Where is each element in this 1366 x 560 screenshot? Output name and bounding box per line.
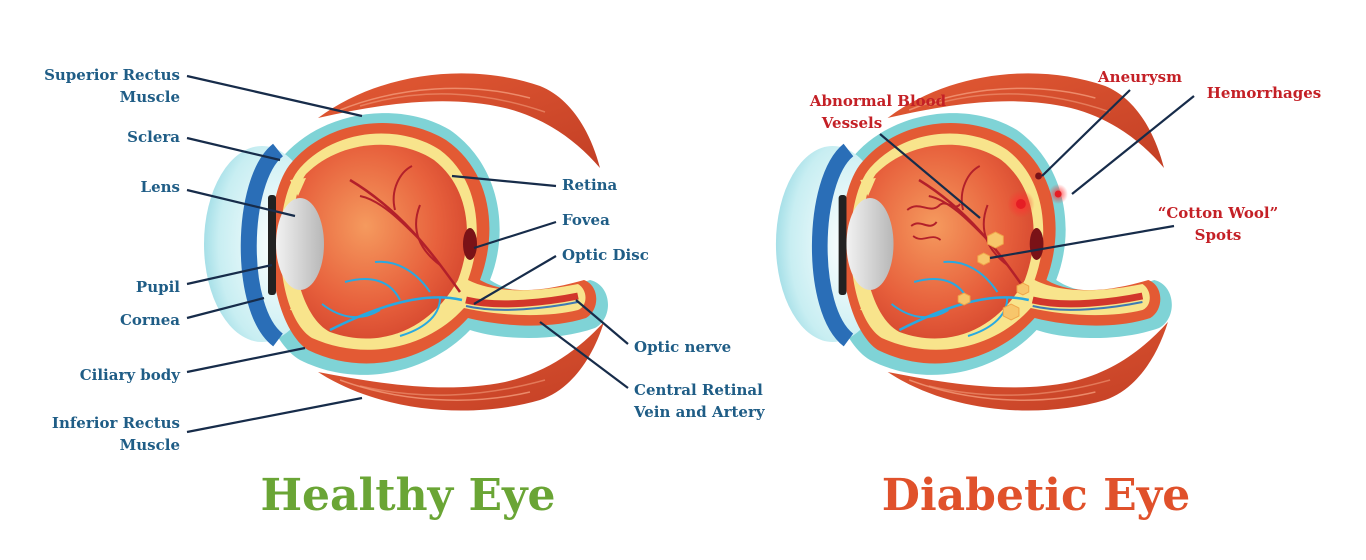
label-cotton-wool-line1: “Cotton Wool”: [1158, 204, 1279, 222]
label-cornea: Cornea: [120, 311, 180, 329]
leader-sclera: [186, 136, 281, 162]
diabetic-eye-illustration: [776, 73, 1172, 410]
label-aneurysm: Aneurysm: [1097, 68, 1182, 86]
label-sclera: Sclera: [127, 128, 180, 146]
leader-aneurysm: [1041, 89, 1131, 177]
label-abnormal-vessels-line2: Vessels: [821, 114, 882, 132]
leader-inferior-rectus: [186, 396, 363, 434]
diabetic-leader-lines: [879, 89, 1195, 260]
label-abnormal-vessels-line1: Abnormal Blood: [809, 92, 947, 110]
label-hemorrhages: Hemorrhages: [1207, 84, 1322, 102]
leader-ciliary-body: [186, 346, 306, 374]
leader-fovea: [473, 220, 557, 250]
leader-optic-disc: [473, 255, 557, 305]
leader-cotton-wool: [989, 224, 1175, 260]
leader-superior-rectus: [186, 74, 363, 118]
label-pupil: Pupil: [136, 278, 180, 296]
leader-central-vein: [539, 321, 629, 389]
label-superior-rectus-line1: Superior Rectus: [44, 66, 180, 84]
healthy-eye-title: Healthy Eye: [260, 470, 555, 521]
label-superior-rectus-line2: Muscle: [120, 88, 180, 106]
leader-lens: [186, 188, 296, 218]
label-lens: Lens: [141, 178, 180, 196]
healthy-eye-illustration: [204, 73, 608, 410]
diabetic-labels: Abnormal Blood Vessels Aneurysm Hemorrha…: [809, 68, 1321, 244]
label-ciliary-body: Ciliary body: [80, 366, 182, 384]
leader-pupil: [186, 263, 273, 286]
label-fovea: Fovea: [562, 211, 610, 229]
leader-optic-nerve: [575, 299, 629, 345]
label-central-vein-line1: Central Retinal: [634, 381, 763, 399]
healthy-labels: Superior Rectus Muscle Sclera Lens Pupil…: [44, 66, 766, 454]
label-central-vein-line2: Vein and Artery: [633, 403, 766, 421]
label-cotton-wool-line2: Spots: [1195, 226, 1242, 244]
label-optic-nerve: Optic nerve: [634, 338, 731, 356]
leader-retina: [451, 174, 557, 188]
healthy-leader-lines: [186, 74, 629, 434]
leader-abnormal-vessels: [879, 133, 981, 219]
leader-cornea: [186, 296, 265, 320]
label-optic-disc: Optic Disc: [562, 246, 649, 264]
label-retina: Retina: [562, 176, 618, 194]
label-inferior-rectus-line1: Inferior Rectus: [52, 414, 180, 432]
leader-hemorrhages: [1071, 95, 1195, 195]
diabetic-eye-title: Diabetic Eye: [882, 470, 1190, 521]
label-inferior-rectus-line2: Muscle: [120, 436, 180, 454]
